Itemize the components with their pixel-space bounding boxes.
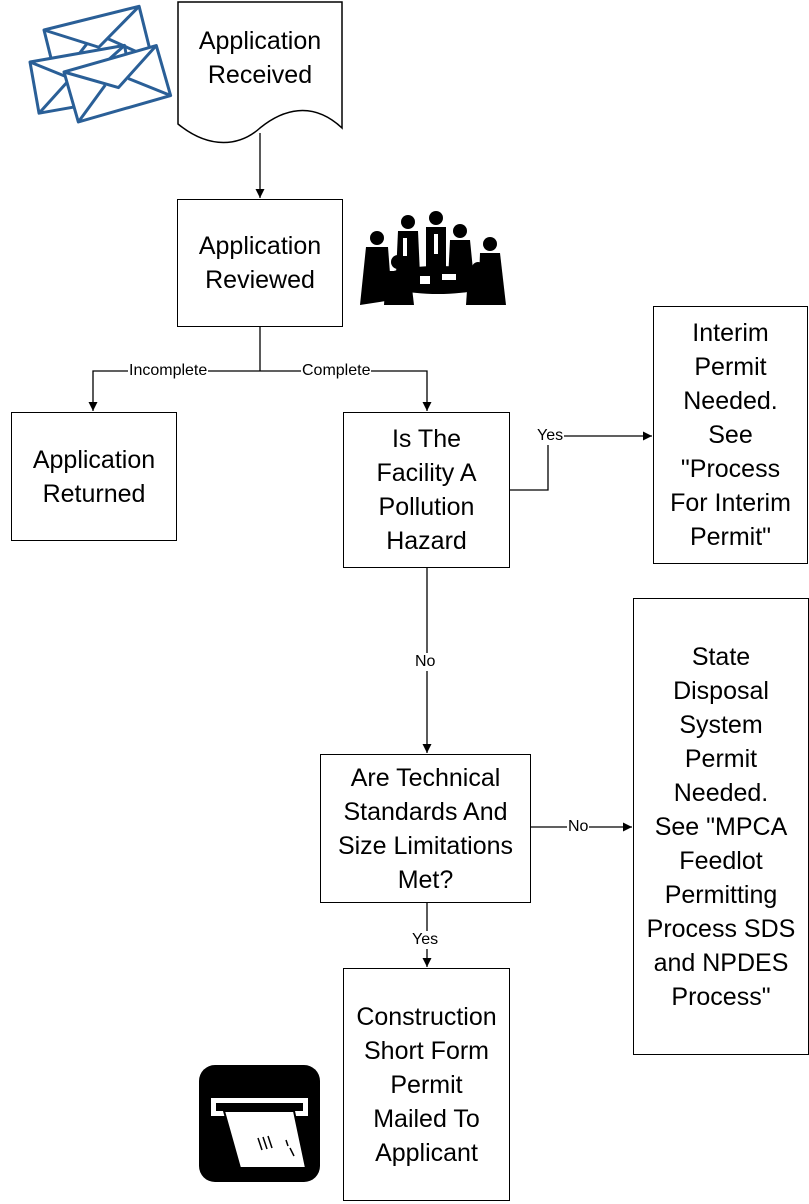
edge-label-incomplete: Incomplete — [128, 362, 209, 380]
node-line: Process SDS — [646, 914, 796, 943]
node-application-received: Application Received — [178, 8, 342, 108]
node-application-reviewed: Application Reviewed — [177, 199, 343, 327]
node-line: Returned — [42, 479, 146, 508]
edge-hazard-yes — [510, 431, 652, 491]
node-line: Permit — [684, 744, 758, 773]
node-line: See "MPCA — [654, 812, 788, 841]
node-line: Reviewed — [205, 266, 315, 294]
node-line: Permit — [390, 1070, 463, 1099]
node-line: Hazard — [386, 527, 467, 555]
node-line: Construction — [356, 1002, 497, 1031]
node-line: Feedlot — [679, 846, 763, 875]
node-line: Short Form — [363, 1036, 490, 1065]
node-line: Received — [207, 61, 313, 89]
node-line: Met? — [397, 865, 454, 894]
node-line: State — [691, 642, 751, 671]
node-line: Permit — [694, 353, 767, 381]
node-line: Are Technical — [350, 763, 501, 792]
node-state-disposal-permit: State Disposal System Permit Needed. See… — [633, 598, 809, 1055]
edge-label-yes-hazard: Yes — [536, 427, 565, 445]
node-technical-standards: Are Technical Standards And Size Limitat… — [320, 754, 531, 903]
node-line: "Process — [680, 455, 781, 483]
edge-label-complete: Complete — [301, 362, 372, 380]
node-line: Size Limitations — [337, 831, 514, 860]
node-line: Permitting — [664, 880, 778, 909]
node-line: Mailed To — [373, 1104, 480, 1133]
node-line: For Interim — [670, 489, 791, 517]
node-line: Is The — [391, 425, 462, 453]
node-line: Application — [32, 445, 156, 474]
node-application-returned: Application Returned — [11, 412, 177, 541]
edge-label-no-standards: No — [567, 818, 590, 836]
node-line: Applicant — [375, 1138, 478, 1167]
node-line: Process" — [671, 982, 771, 1011]
node-interim-permit: Interim Permit Needed. See "Process For … — [653, 306, 808, 564]
node-line: Standards And — [343, 797, 508, 826]
node-line: Pollution — [378, 493, 475, 521]
node-line: Needed. — [683, 387, 778, 415]
node-construction-permit: Construction Short Form Permit Mailed To… — [343, 968, 510, 1201]
node-line: Application — [198, 27, 322, 55]
edge-label-yes-standards: Yes — [411, 931, 440, 949]
node-line: System — [679, 710, 763, 739]
node-line: Interim — [692, 319, 769, 347]
node-line: Facility A — [376, 459, 477, 487]
edge-label-no-hazard: No — [414, 653, 437, 671]
node-pollution-hazard: Is The Facility A Pollution Hazard — [343, 412, 510, 568]
node-line: and NPDES — [653, 948, 789, 977]
node-line: Disposal — [673, 676, 769, 705]
node-line: Application — [198, 232, 322, 260]
node-line: Permit" — [689, 523, 772, 551]
node-line: Needed. — [673, 778, 769, 807]
node-line: See — [708, 421, 753, 449]
